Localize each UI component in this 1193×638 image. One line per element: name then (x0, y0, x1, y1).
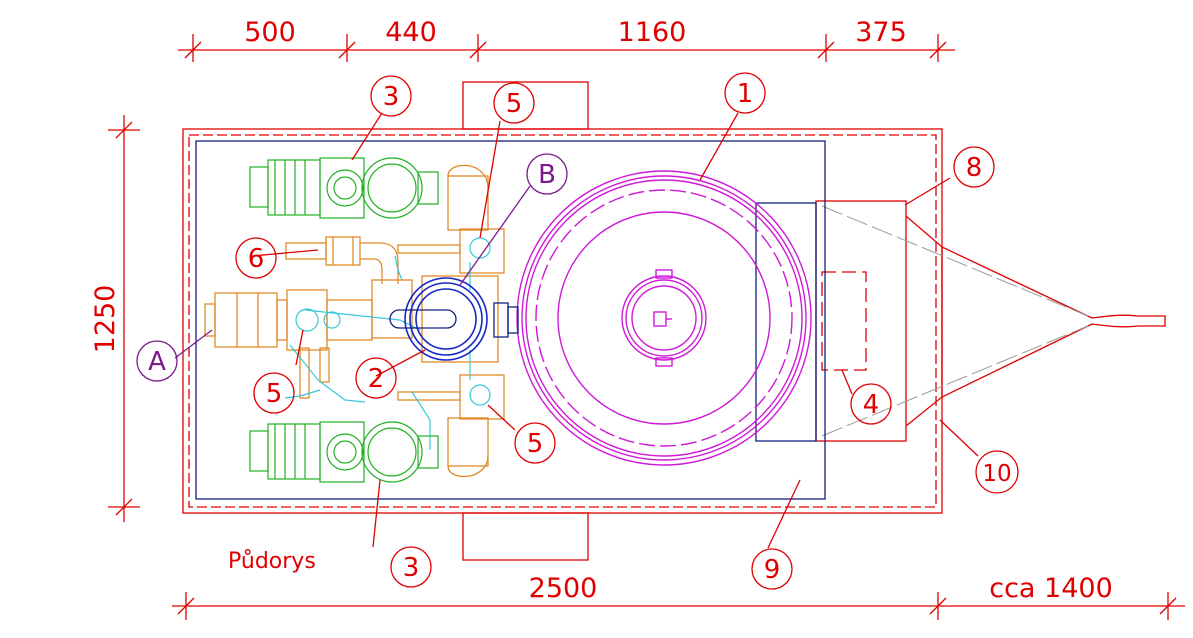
drawing-caption: Půdorys (228, 549, 316, 574)
bottom-dimension-line (172, 592, 1185, 620)
dimension-cca-1400: cca 1400 (989, 573, 1113, 604)
svg-text:A: A (148, 347, 166, 377)
dimension-1250: 1250 (90, 285, 121, 354)
distribution-valve (389, 277, 519, 361)
callout-1: 1 (724, 72, 766, 114)
top-dimension-line (178, 34, 955, 62)
callout-2: 2 (355, 357, 397, 399)
leader-lines (174, 112, 979, 549)
callout-3-top: 3 (370, 75, 412, 117)
svg-text:4: 4 (863, 390, 880, 420)
callout-A: A (136, 340, 178, 382)
dimension-375: 375 (855, 17, 907, 48)
pump-top (249, 157, 439, 219)
svg-text:6: 6 (248, 244, 265, 274)
dimension-1160: 1160 (618, 17, 687, 48)
callout-5-right: 5 (514, 422, 556, 464)
svg-text:3: 3 (383, 82, 400, 112)
callout-5-left: 5 (253, 372, 295, 414)
platform-outline (195, 140, 826, 500)
callout-10: 10 (975, 450, 1019, 494)
callout-8: 8 (953, 146, 995, 188)
svg-text:5: 5 (506, 89, 523, 119)
svg-text:10: 10 (982, 461, 1011, 487)
callout-9: 9 (751, 548, 793, 590)
callout-5-top: 5 (493, 82, 535, 124)
svg-text:B: B (538, 160, 556, 190)
trailer-frame (182, 81, 943, 561)
svg-text:1: 1 (737, 79, 754, 109)
callout-4: 4 (850, 383, 892, 425)
piping (204, 164, 505, 478)
svg-text:9: 9 (764, 555, 781, 585)
callout-6: 6 (235, 237, 277, 279)
dimension-440: 440 (385, 17, 437, 48)
tank (516, 170, 812, 466)
callout-3-bottom: 3 (390, 546, 432, 588)
left-dimension-line (108, 115, 140, 522)
dimension-2500: 2500 (529, 573, 598, 604)
svg-text:5: 5 (266, 379, 283, 409)
svg-text:5: 5 (527, 429, 544, 459)
callout-B: B (526, 153, 568, 195)
pump-bottom (249, 421, 439, 483)
svg-text:2: 2 (368, 364, 385, 394)
drawbar (755, 200, 1166, 442)
dimension-500: 500 (244, 17, 296, 48)
svg-text:8: 8 (966, 153, 983, 183)
svg-text:3: 3 (403, 553, 420, 583)
